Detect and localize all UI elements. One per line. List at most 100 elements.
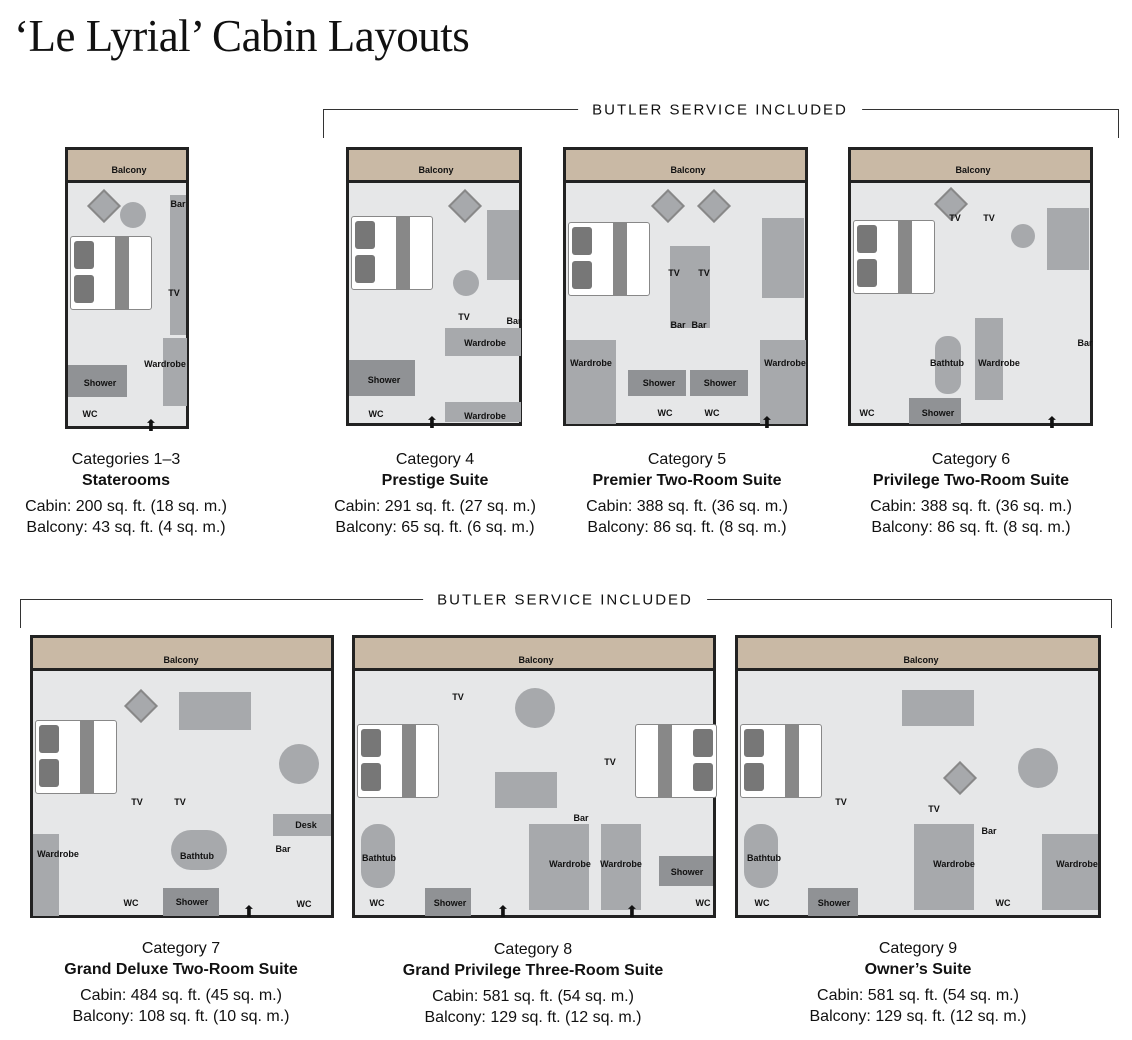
room-label: Bar <box>170 199 186 209</box>
room-label: Bathtub <box>930 358 964 368</box>
balcony-area <box>563 147 808 183</box>
room-label: Wardrobe <box>1056 859 1098 869</box>
wardrobe <box>445 402 521 422</box>
room-label: WC <box>369 898 385 908</box>
suite-name: Privilege Two-Room Suite <box>872 472 1070 489</box>
butler-label-top: BUTLER SERVICE INCLUDED <box>578 101 862 119</box>
caption-owners-suite: Category 9 Owner’s Suite Cabin: 581 sq. … <box>810 938 1027 1027</box>
room-label: WC <box>368 409 384 419</box>
room-label: Wardrobe <box>570 358 612 368</box>
entrance-arrow-icon: ⬆ <box>1045 415 1059 432</box>
caption-premier-two-room-suite: Category 5 Premier Two-Room Suite Cabin:… <box>586 449 788 538</box>
balcony-area <box>30 635 334 671</box>
room-label: Bar <box>1077 338 1093 348</box>
wardrobe <box>566 340 616 424</box>
wardrobe <box>914 824 974 910</box>
shower <box>808 888 858 916</box>
category: Category 8 <box>493 941 573 958</box>
bed <box>35 720 117 794</box>
room-label: Balcony <box>111 165 147 175</box>
room-label: Shower <box>670 867 704 877</box>
chair <box>124 689 158 723</box>
bed <box>357 724 439 798</box>
room-label: Balcony <box>955 165 991 175</box>
room-label: Bar <box>275 844 291 854</box>
chair <box>943 761 977 795</box>
room-label: TV <box>604 757 616 767</box>
cabin-size: Cabin: 581 sq. ft. (54 sq. m.) <box>817 987 1019 1004</box>
suite-name: Owner’s Suite <box>864 961 972 978</box>
room-label: Shower <box>433 898 467 908</box>
room-label: Wardrobe <box>933 859 975 869</box>
cabin-size: Cabin: 581 sq. ft. (54 sq. m.) <box>432 988 634 1005</box>
room-label: Shower <box>642 378 676 388</box>
room-label: Bathtub <box>362 853 396 863</box>
desk <box>273 814 331 836</box>
bed <box>568 222 650 296</box>
cabin-size: Cabin: 388 sq. ft. (36 sq. m.) <box>870 498 1072 515</box>
room-label: WC <box>695 898 711 908</box>
room-label: Shower <box>367 375 401 385</box>
shower <box>68 365 127 397</box>
balcony-size: Balcony: 65 sq. ft. (6 sq. m.) <box>335 519 535 536</box>
room-label: WC <box>704 408 720 418</box>
suite-name: Prestige Suite <box>381 472 489 489</box>
entrance-arrow-icon: ⬆ <box>242 904 256 921</box>
room-label: WC <box>754 898 770 908</box>
cabin-size: Cabin: 388 sq. ft. (36 sq. m.) <box>586 498 788 515</box>
balcony-area <box>848 147 1093 183</box>
floor-plan-owners-suite: Balcony TV TV Bar Bathtub Wardrobe Wardr… <box>735 635 1101 918</box>
entrance-arrow-icon: ⬆ <box>625 904 639 921</box>
entrance-arrow-icon: ⬆ <box>425 415 439 432</box>
caption-privilege-two-room-suite: Category 6 Privilege Two-Room Suite Cabi… <box>870 449 1072 538</box>
suite-name: Grand Privilege Three-Room Suite <box>402 962 664 979</box>
room-label: Shower <box>703 378 737 388</box>
shower <box>425 888 471 916</box>
wardrobe <box>529 824 589 910</box>
suite-name: Grand Deluxe Two-Room Suite <box>64 961 298 978</box>
sofa <box>487 210 519 280</box>
room-label: TV <box>983 213 995 223</box>
sofa <box>762 218 804 298</box>
floor-plan-privilege-two-room-suite: Balcony TV TV Bathtub Wardrobe Bar WC Sh… <box>848 147 1093 432</box>
room-label: Wardrobe <box>978 358 1020 368</box>
floor-plan-grand-deluxe-two-room-suite: Balcony TV TV Desk Bar Wardrobe Bathtub … <box>30 635 334 921</box>
balcony-area <box>352 635 716 671</box>
room-label: Bar <box>981 826 997 836</box>
bathtub <box>935 336 961 394</box>
bathtub <box>171 830 227 870</box>
room-label: Balcony <box>903 655 939 665</box>
page-title: ‘Le Lyrial’ Cabin Layouts <box>14 11 470 61</box>
category: Category 7 <box>141 940 221 957</box>
room-label: TV <box>698 268 710 278</box>
wardrobe <box>975 318 1003 400</box>
chair <box>87 189 121 223</box>
bed <box>740 724 822 798</box>
table <box>1011 224 1035 248</box>
suite-name: Staterooms <box>81 472 171 489</box>
floor-plan-prestige-suite: Balcony TV Bar Wardrobe Shower WC Wardro… <box>346 147 522 432</box>
chair <box>651 189 685 223</box>
table <box>453 270 479 296</box>
room-label: TV <box>458 312 470 322</box>
shower <box>163 888 219 916</box>
wardrobe <box>760 340 806 424</box>
floor-plan-staterooms: Balcony Bar TV Wardrobe Shower WC ⬆ <box>65 147 189 435</box>
room-label: WC <box>296 899 312 909</box>
room-label: Shower <box>83 378 117 388</box>
room-label: Wardrobe <box>464 411 506 421</box>
sofa <box>1047 208 1089 270</box>
bathtub <box>361 824 395 888</box>
shower <box>628 370 686 396</box>
room-label: Bar <box>670 320 686 330</box>
balcony-size: Balcony: 108 sq. ft. (10 sq. m.) <box>72 1008 290 1025</box>
room-label: TV <box>131 797 143 807</box>
balcony-size: Balcony: 129 sq. ft. (12 sq. m.) <box>809 1008 1027 1025</box>
entrance-arrow-icon: ⬆ <box>760 415 774 432</box>
room-label: TV <box>168 288 180 298</box>
room-label: TV <box>928 804 940 814</box>
room-label: TV <box>949 213 961 223</box>
room-label: Balcony <box>163 655 199 665</box>
room-label: WC <box>995 898 1011 908</box>
balcony-size: Balcony: 86 sq. ft. (8 sq. m.) <box>587 519 787 536</box>
